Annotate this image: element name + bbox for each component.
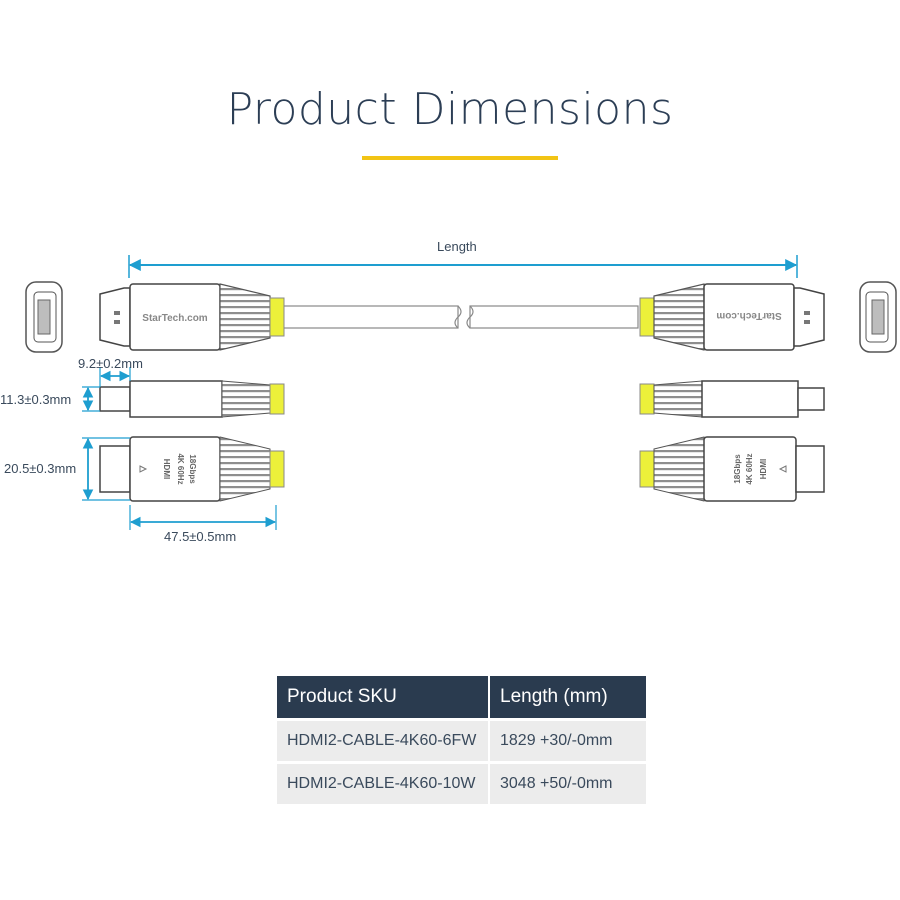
brand-text-right: StarTech.com	[716, 310, 781, 321]
sku-cell: HDMI2-CABLE-4K60-6FW	[277, 718, 490, 763]
column-header-length: Length (mm)	[489, 676, 646, 720]
connector-text-left-2: 4K 60Hz	[176, 453, 185, 484]
bottom-right-connector	[639, 436, 825, 502]
right-end-view	[859, 281, 897, 353]
page-title: Product Dimensions	[226, 84, 674, 135]
length-cell: 3048 +50/-0mm	[489, 761, 646, 804]
brand-text-left: StarTech.com	[142, 313, 207, 324]
length-cell: 1829 +30/-0mm	[489, 718, 646, 763]
connector-text-right-1: HDMI	[759, 459, 768, 479]
sku-length-table: Product SKU Length (mm) HDMI2-CABLE-4K60…	[277, 676, 646, 804]
tip-width-label: 9.2±0.2mm	[78, 356, 143, 371]
left-end-view	[25, 281, 63, 353]
connector-text-left-3: 18Gbps	[188, 454, 197, 484]
middle-right-connector	[639, 380, 825, 418]
connector-text-right-2: 4K 60Hz	[745, 453, 754, 484]
head-height-label: 20.5±0.3mm	[4, 461, 77, 476]
table-header-row: Product SKU Length (mm)	[277, 676, 646, 720]
top-left-connector	[99, 283, 285, 351]
bottom-left-connector	[99, 436, 285, 502]
cable-body	[282, 305, 639, 329]
sku-cell: HDMI2-CABLE-4K60-10W	[277, 761, 490, 804]
length-label: Length	[437, 239, 477, 254]
connector-text-left-1: HDMI	[162, 459, 171, 479]
product-diagram: StarTech.com StarTech.com HDMI 4K 60Hz	[25, 255, 897, 530]
table-row: HDMI2-CABLE-4K60-10W 3048 +50/-0mm	[277, 761, 646, 804]
tip-height-label: 11.3±0.3mm	[0, 392, 72, 407]
title-underline	[362, 156, 558, 160]
connector-text-right-3: 18Gbps	[733, 454, 742, 484]
top-right-connector	[639, 283, 825, 351]
middle-left-connector	[99, 380, 285, 418]
head-length-label: 47.5±0.5mm	[164, 529, 237, 544]
table-row: HDMI2-CABLE-4K60-6FW 1829 +30/-0mm	[277, 718, 646, 763]
column-header-sku: Product SKU	[277, 676, 490, 720]
